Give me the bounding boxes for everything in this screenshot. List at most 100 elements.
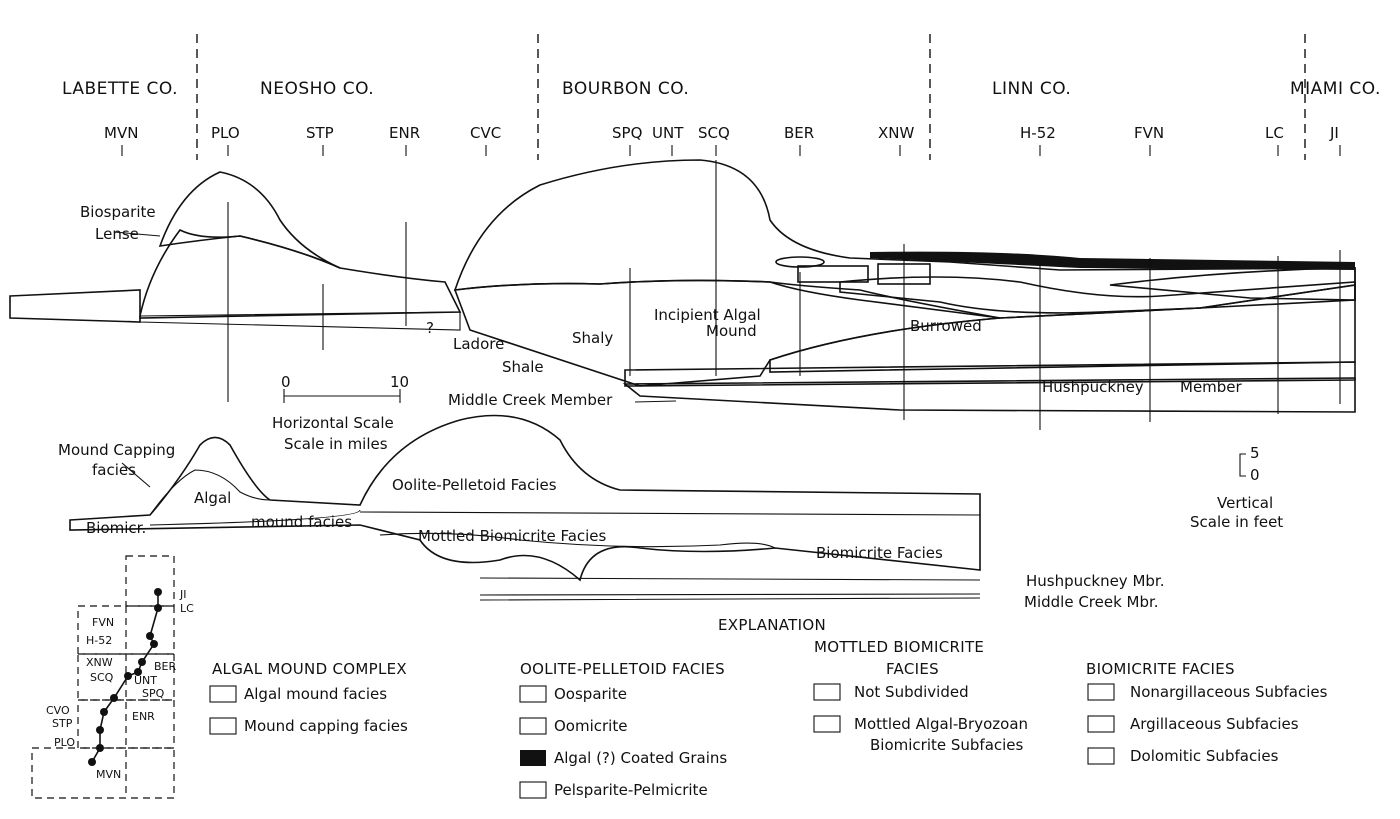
locality-label-plo: PLO [211,124,240,142]
mound-facies-label: mound facies [251,513,352,531]
locality-label-ji: JI [1329,124,1339,142]
legend-swatch-not-subdivided [813,683,841,701]
legend-item-label: Pelsparite-Pelmicrite [554,781,708,799]
county-label-bourbon: BOURBON CO. [562,79,689,99]
index-map-label: SPQ [142,687,165,700]
horizontal-scale-title: Horizontal Scale [272,414,394,432]
incipient-mound-label: Mound [706,322,757,340]
oosparite-lens [775,256,825,268]
index-map-label: LC [180,602,194,615]
county-label-neosho: NEOSHO CO. [260,79,374,99]
index-map-label: H-52 [86,634,112,647]
legend-item-label: Nonargillaceous Subfacies [1130,683,1328,701]
explanation-legend: EXPLANATION ALGAL MOUND COMPLEX Algal mo… [209,616,1328,799]
ladore-label: Ladore [453,335,504,353]
legend-item-label: Mound capping facies [244,717,408,735]
legend-swatch-oosparite [519,685,547,703]
index-map-stations [88,588,162,766]
county-label-miami: MIAMI CO. [1290,79,1381,99]
legend-item-label: Not Subdivided [854,683,969,701]
locality-tick-marks [121,145,1341,156]
algal-coated-grains-layer [870,251,1355,270]
legend-group-title: FACIES [886,660,939,678]
hushpuckney-label: Hushpuckney [1042,378,1144,396]
horizontal-scale-subtitle: Scale in miles [284,435,388,453]
locality-label-cvc: CVC [470,124,501,142]
legend-group-title: BIOMICRITE FACIES [1086,660,1235,678]
middle-creek-layer [622,377,1356,413]
legend-item-label: Oosparite [554,685,627,703]
legend-swatch-argillaceous [1087,715,1115,733]
legend-item-label: Argillaceous Subfacies [1130,715,1299,733]
county-header-row: LABETTE CO. NEOSHO CO. BOURBON CO. LINN … [62,34,1381,160]
legend-group-title: ALGAL MOUND COMPLEX [212,660,407,678]
hushpuckney-mbr-label: Hushpuckney Mbr. [1026,572,1164,590]
legend-swatch-nonargillaceous [1087,683,1115,701]
labette-wedge [9,289,141,323]
locality-label-scq: SCQ [698,124,730,142]
legend-swatch-dolomitic [1087,747,1115,765]
mound-capping-label: Mound Capping [58,441,175,459]
biomicrite-facies-label: Biomicrite Facies [816,544,943,562]
locality-label-row: MVN PLO STP ENR CVC SPQ UNT SCQ BER XNW … [104,124,1341,156]
oolite-facies-label: Oolite-Pelletoid Facies [392,476,557,494]
biomicr-label: Biomicr. [86,519,146,537]
locality-label-xnw: XNW [878,124,914,142]
index-map-label: STP [52,717,73,730]
index-map-label: XNW [86,656,113,669]
vertical-scale-five: 5 [1250,444,1260,462]
pointer-line [113,231,161,237]
middle-creek-label: Middle Creek Member [448,391,613,409]
locality-label-lc: LC [1265,124,1284,142]
vertical-scale: 5 0 Vertical Scale in feet [1190,444,1283,531]
member-lines [479,577,981,601]
locality-label-stp: STP [306,124,334,142]
explanation-title: EXPLANATION [718,616,826,634]
vertical-scale-subtitle: Scale in feet [1190,513,1283,531]
section-columns [227,160,1341,430]
index-map-label: JI [179,588,187,601]
facies-outline [69,414,981,582]
question-mark-label: ? [426,319,434,337]
biosparite-label: Lense [95,225,139,243]
locality-label-unt: UNT [652,124,684,142]
oosparite-mound [453,159,1356,319]
middle-creek-mbr-label: Middle Creek Mbr. [1024,593,1159,611]
legend-item-label: Oomicrite [554,717,627,735]
legend-group-title: OOLITE-PELLETOID FACIES [520,660,725,678]
pointer-line [121,462,151,488]
index-map-label: ENR [132,710,155,723]
vertical-scale-title: Vertical [1217,494,1273,512]
legend-item-label: Algal mound facies [244,685,387,703]
legend-item-label: Biomicrite Subfacies [870,736,1024,754]
shale-label: Shale [502,358,544,376]
shaly-label: Shaly [572,329,613,347]
index-map-label: MVN [96,768,121,781]
legend-swatch-pelsparite [519,781,547,799]
legend-swatch-mound-capping [209,717,237,735]
pelsparite-lens [797,265,869,283]
legend-group-title: MOTTLED BIOMICRITE [814,638,984,656]
horizontal-scale: 0 10 Horizontal Scale Scale in miles [272,373,409,453]
member-label: Member [1180,378,1243,396]
facies-outline-diagram: Mound Capping facies Algal mound facies … [58,414,1164,611]
mottled-facies-label: Mottled Biomicrite Facies [418,527,607,545]
legend-item-label: Mottled Algal-Bryozoan [854,715,1028,733]
legend-swatch-mottled-algal [813,715,841,733]
legend-swatch-algal-mound [209,685,237,703]
facies-boundaries [149,469,981,549]
locality-label-mvn: MVN [104,124,138,142]
legend-swatch-coated-grains [520,750,546,766]
vertical-scale-zero: 0 [1250,466,1260,484]
locality-label-enr: ENR [389,124,420,142]
scale-zero: 0 [281,373,291,391]
locality-label-ber: BER [784,124,814,142]
cross-section [9,159,1356,430]
county-label-linn: LINN CO. [992,79,1071,99]
scale-ten: 10 [390,373,409,391]
index-map-label: CVO [46,704,70,717]
biosparite-label: Biosparite [80,203,156,221]
cross-section-labels: Biosparite Lense Incipient Algal Mound S… [80,203,1243,409]
index-map-label: FVN [92,616,114,629]
